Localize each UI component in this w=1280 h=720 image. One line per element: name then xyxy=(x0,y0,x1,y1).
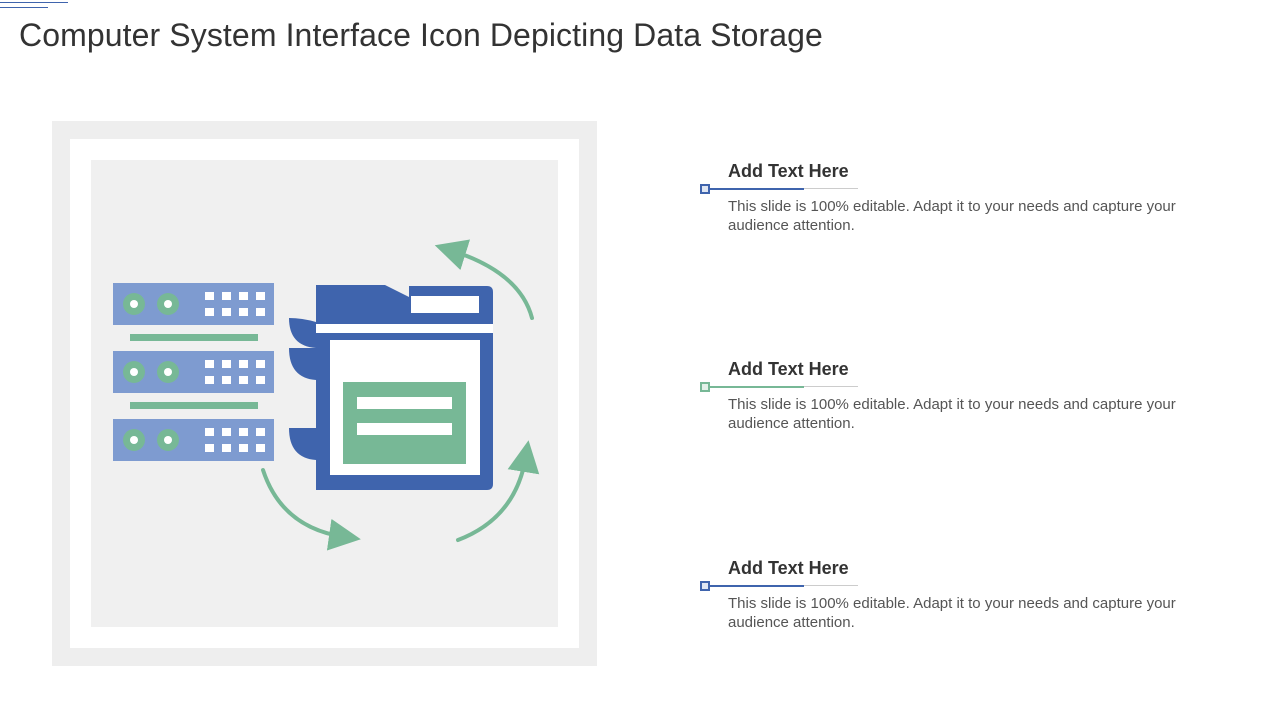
item-underline xyxy=(708,386,804,388)
browser-window-icon xyxy=(289,285,493,490)
item-underline-light xyxy=(804,386,858,387)
server-unit-3 xyxy=(113,419,274,461)
bullet-marker-icon xyxy=(700,581,710,591)
page-title: Computer System Interface Icon Depicting… xyxy=(19,17,823,53)
item-heading: Add Text Here xyxy=(728,359,849,379)
text-item-2: Add Text Here This slide is 100% editabl… xyxy=(700,359,1220,439)
text-item-1: Add Text Here This slide is 100% editabl… xyxy=(700,161,1220,241)
item-heading: Add Text Here xyxy=(728,558,849,578)
item-underline xyxy=(708,585,804,587)
item-body: This slide is 100% editable. Adapt it to… xyxy=(728,396,1176,432)
sync-arrows-icon xyxy=(261,239,540,551)
server-icon xyxy=(113,283,274,461)
item-underline xyxy=(708,188,804,190)
text-item-3: Add Text Here This slide is 100% editabl… xyxy=(700,558,1220,638)
bullet-marker-icon xyxy=(700,184,710,194)
server-unit-2 xyxy=(113,351,274,393)
bullet-marker-icon xyxy=(700,382,710,392)
item-heading: Add Text Here xyxy=(728,161,849,181)
item-underline-light xyxy=(804,585,858,586)
corner-decoration xyxy=(0,0,70,14)
item-underline-light xyxy=(804,188,858,189)
server-unit-1 xyxy=(113,283,274,325)
item-body: This slide is 100% editable. Adapt it to… xyxy=(728,595,1176,631)
item-body: This slide is 100% editable. Adapt it to… xyxy=(728,198,1176,234)
